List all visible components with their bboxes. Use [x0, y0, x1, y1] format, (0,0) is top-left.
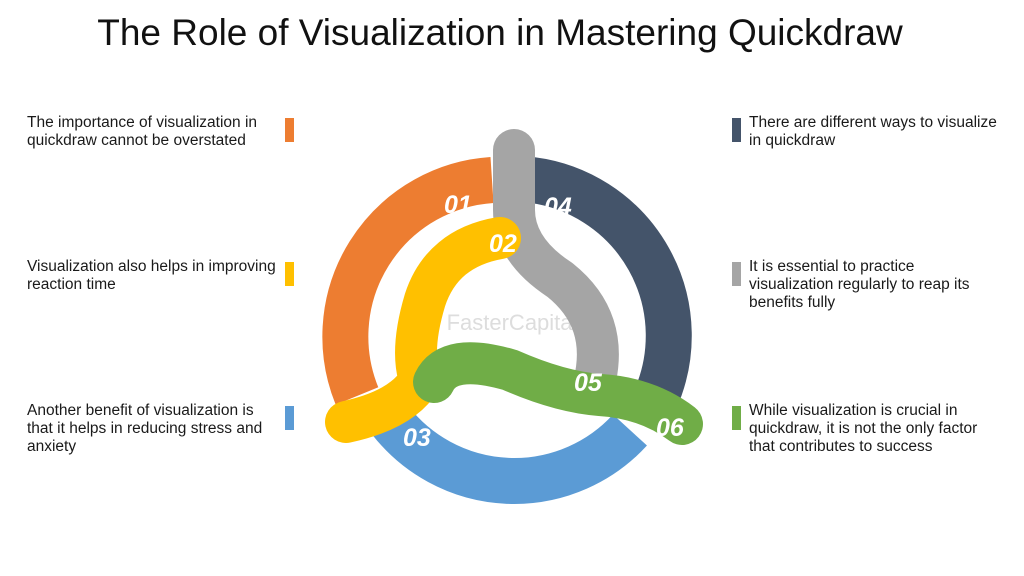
item-text-01: The importance of visualization in quick…	[27, 114, 258, 149]
segment-04	[528, 157, 692, 410]
item-text-04: There are different ways to visualize in…	[749, 114, 997, 149]
item-text-02: Visualization also helps in improving re…	[27, 258, 276, 293]
segment-number-04: 04	[544, 193, 572, 221]
segment-01	[322, 157, 494, 405]
color-marker-02	[285, 262, 294, 286]
color-marker-05	[732, 262, 741, 286]
color-marker-06	[732, 406, 741, 430]
color-marker-01	[285, 118, 294, 142]
list-item: There are different ways to visualize in…	[732, 114, 999, 150]
list-item: It is essential to practice visualizatio…	[732, 258, 999, 312]
segment-number-06: 06	[656, 414, 685, 442]
color-marker-03	[285, 406, 294, 430]
segment-number-01: 01	[444, 191, 472, 219]
segment-02	[325, 217, 521, 443]
list-item: Another benefit of visualization is that…	[27, 402, 294, 456]
segment-06	[413, 342, 703, 445]
list-item: The importance of visualization in quick…	[27, 114, 294, 150]
segment-number-05: 05	[574, 369, 603, 397]
segment-03	[371, 405, 647, 504]
watermark: FasterCapital	[447, 310, 578, 335]
page-title: The Role of Visualization in Mastering Q…	[97, 12, 903, 53]
segment-number-02: 02	[489, 230, 517, 258]
item-text-05: It is essential to practice visualizatio…	[749, 258, 970, 311]
item-text-03: Another benefit of visualization is that…	[27, 402, 263, 455]
list-item: Visualization also helps in improving re…	[27, 258, 294, 294]
segment-number-03: 03	[403, 424, 431, 452]
item-text-06: While visualization is crucial in quickd…	[749, 402, 978, 455]
list-item: While visualization is crucial in quickd…	[732, 402, 999, 456]
color-marker-04	[732, 118, 741, 142]
